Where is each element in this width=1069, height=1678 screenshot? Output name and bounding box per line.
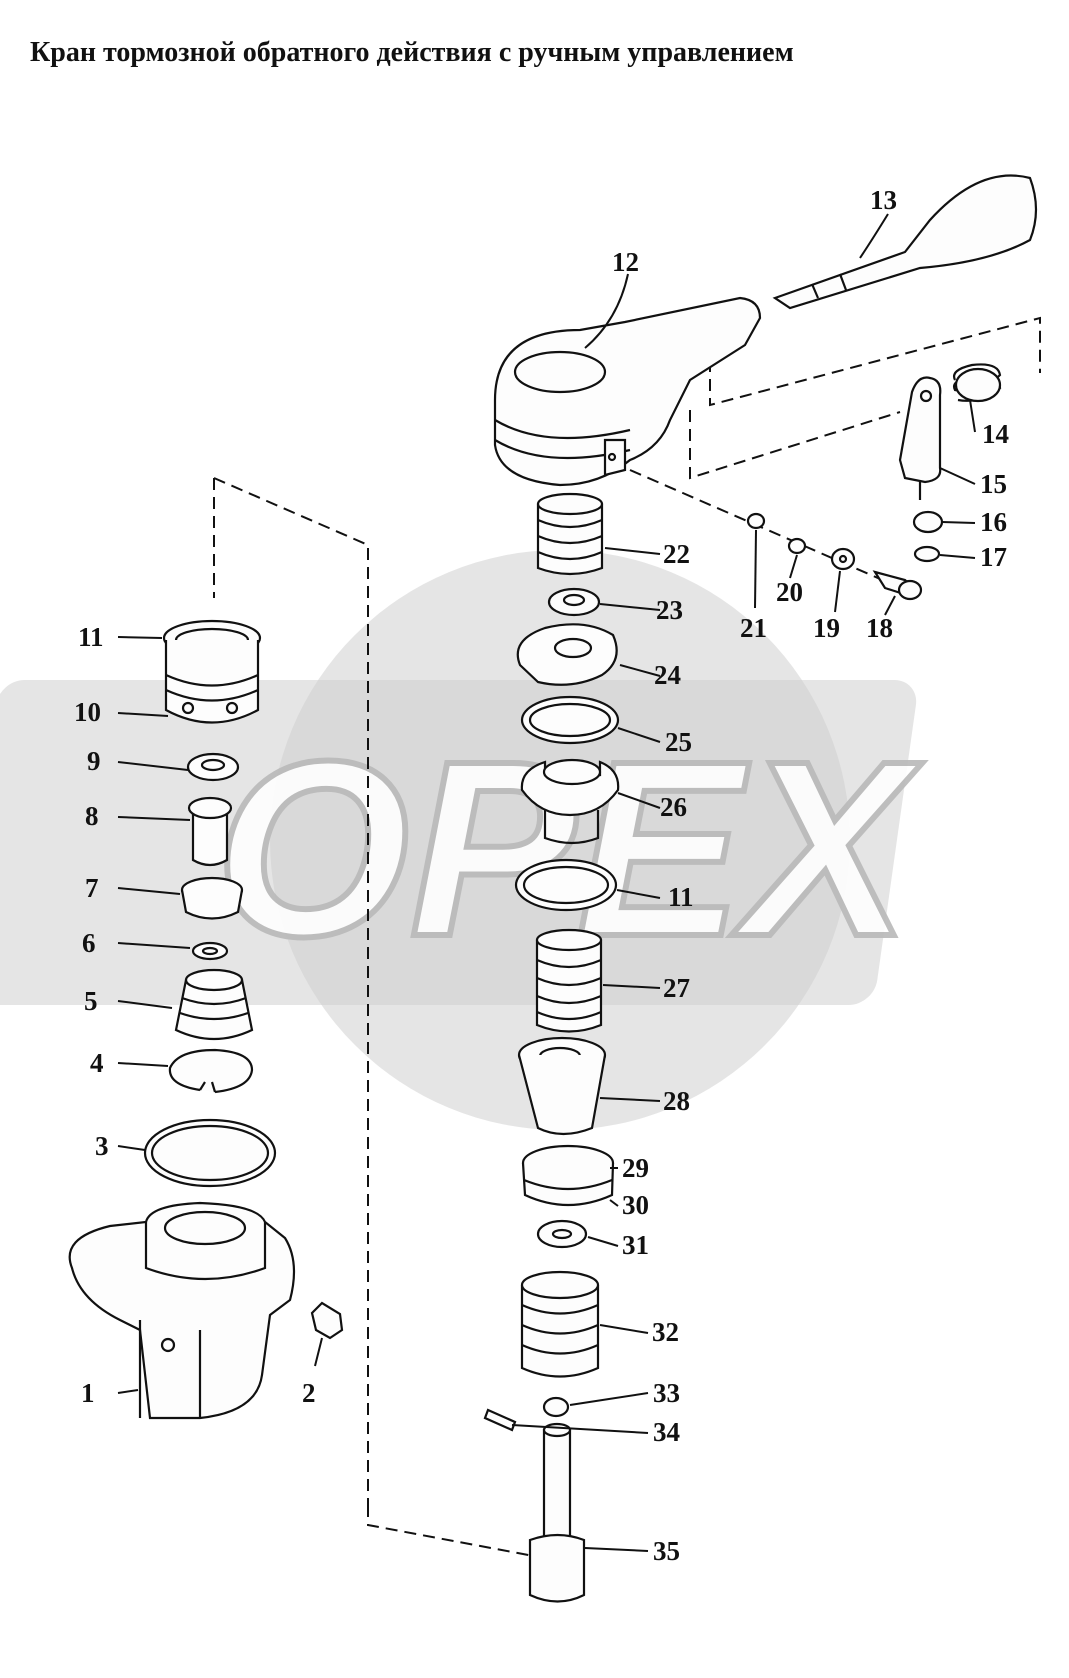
label-15: 15 bbox=[980, 469, 1007, 499]
label-22: 22 bbox=[663, 539, 690, 569]
label-34: 34 bbox=[653, 1417, 680, 1447]
label-20: 20 bbox=[776, 577, 803, 607]
label-31: 31 bbox=[622, 1230, 649, 1260]
part-26-piston bbox=[520, 758, 620, 845]
part-13-handle bbox=[772, 174, 1038, 310]
label-18: 18 bbox=[866, 613, 893, 643]
part-11-ring-right bbox=[514, 858, 618, 912]
part-9-seal bbox=[186, 752, 240, 782]
label-14: 14 bbox=[982, 419, 1009, 449]
label-10: 10 bbox=[74, 697, 101, 727]
label-2: 2 bbox=[302, 1378, 316, 1408]
part-25-split-ring bbox=[520, 695, 620, 745]
part-labels: 11 10 9 8 7 6 5 4 3 1 2 12 13 14 15 16 1… bbox=[74, 185, 1009, 1566]
label-3: 3 bbox=[95, 1131, 109, 1161]
part-28-guide bbox=[517, 1036, 607, 1136]
label-32: 32 bbox=[652, 1317, 679, 1347]
part-32-spring bbox=[520, 1270, 600, 1378]
part-8-valve bbox=[187, 796, 233, 867]
label-1: 1 bbox=[81, 1378, 95, 1408]
part-27-spring bbox=[535, 928, 603, 1033]
part-18-screw bbox=[872, 570, 923, 601]
part-23-washer bbox=[547, 587, 601, 617]
label-17: 17 bbox=[980, 542, 1007, 572]
part-19-washer bbox=[830, 547, 856, 571]
label-13: 13 bbox=[870, 185, 897, 215]
label-9: 9 bbox=[87, 746, 101, 776]
part-7-cup bbox=[180, 876, 244, 920]
part-24-plate bbox=[516, 623, 618, 686]
label-19: 19 bbox=[813, 613, 840, 643]
part-10-sleeve bbox=[164, 640, 260, 724]
label-11-left: 11 bbox=[78, 622, 104, 652]
label-8: 8 bbox=[85, 801, 99, 831]
assembly-lines bbox=[213, 316, 1041, 1561]
label-33: 33 bbox=[653, 1378, 680, 1408]
part-4-split-ring bbox=[168, 1048, 254, 1094]
part-16-nut bbox=[912, 510, 944, 534]
label-11-right: 11 bbox=[668, 882, 694, 912]
part-29-30-seal bbox=[521, 1144, 615, 1207]
part-34-pin bbox=[483, 1408, 517, 1432]
label-16: 16 bbox=[980, 507, 1007, 537]
part-33-washer bbox=[542, 1396, 570, 1418]
part-20-lockwasher bbox=[787, 537, 807, 555]
part-14-spring bbox=[953, 363, 1002, 403]
label-29: 29 bbox=[622, 1153, 649, 1183]
label-4: 4 bbox=[90, 1048, 104, 1078]
label-6: 6 bbox=[82, 928, 96, 958]
label-7: 7 bbox=[85, 873, 99, 903]
part-12-housing bbox=[493, 296, 762, 487]
label-24: 24 bbox=[654, 660, 681, 690]
part-17-nut-small bbox=[913, 545, 941, 563]
part-1-body bbox=[68, 1201, 296, 1420]
label-25: 25 bbox=[665, 727, 692, 757]
part-15-lever bbox=[898, 376, 942, 500]
label-27: 27 bbox=[663, 973, 690, 1003]
part-3-o-ring bbox=[143, 1118, 277, 1188]
part-5-spring-cup bbox=[174, 968, 254, 1041]
leader-lines bbox=[117, 213, 976, 1552]
part-21-ring bbox=[746, 512, 766, 530]
part-22-spring bbox=[536, 492, 604, 576]
part-31-washer bbox=[536, 1219, 588, 1249]
part-35-rod bbox=[528, 1422, 586, 1603]
label-5: 5 bbox=[84, 986, 98, 1016]
label-35: 35 bbox=[653, 1536, 680, 1566]
label-23: 23 bbox=[656, 595, 683, 625]
part-6-washer bbox=[191, 941, 229, 961]
diagram-title: Кран тормозной обратного действия с ручн… bbox=[30, 37, 794, 68]
label-28: 28 bbox=[663, 1086, 690, 1116]
label-21: 21 bbox=[740, 613, 767, 643]
part-2-plug bbox=[310, 1301, 344, 1340]
label-30: 30 bbox=[622, 1190, 649, 1220]
label-26: 26 bbox=[660, 792, 687, 822]
label-12: 12 bbox=[612, 247, 639, 277]
